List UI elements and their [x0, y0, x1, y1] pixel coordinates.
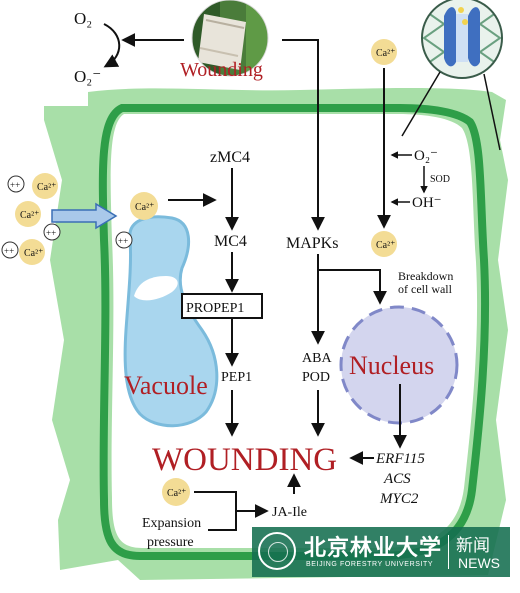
calcium-ion-bottom: Ca²⁺: [162, 478, 190, 506]
svg-text:Ca²⁺: Ca²⁺: [376, 48, 395, 59]
svg-text:Ca²⁺: Ca²⁺: [167, 488, 186, 499]
hydroxyl-label: OH⁻: [412, 195, 442, 211]
calcium-entry-arrow: [51, 202, 118, 230]
svg-text:++: ++: [10, 180, 20, 190]
mc4-label: MC4: [214, 233, 247, 250]
nucleus-label: Nucleus: [349, 351, 434, 380]
propep1-label: PROPEP1: [186, 301, 244, 316]
calcium-ion-external: Ca²⁺: [15, 201, 41, 227]
inset-callout-line: [401, 71, 441, 137]
calcium-ion-vacuole: Ca²⁺: [130, 192, 158, 220]
svg-text:++: ++: [46, 228, 56, 238]
watermark-news-cn: 新闻: [456, 536, 490, 555]
watermark-university-name: 北京林业大学: [304, 535, 443, 560]
svg-text:++: ++: [118, 236, 128, 246]
university-seal-icon: [258, 532, 296, 570]
svg-text:++: ++: [4, 246, 14, 256]
superoxide-label: O₂⁻: [74, 67, 101, 86]
expansion-label: Expansion: [142, 516, 201, 531]
calcium-ion-top: Ca²⁺: [371, 39, 397, 65]
watermark-news-en: NEWS: [458, 555, 500, 571]
positive-charge: ++: [43, 223, 61, 241]
pep1-label: PEP1: [221, 370, 252, 385]
myc2-label: MYC2: [379, 491, 419, 507]
svg-text:Ca²⁺: Ca²⁺: [376, 240, 395, 251]
mapks-to-nucleus-line: [317, 254, 387, 305]
vacuole-label: Vacuole: [124, 371, 208, 400]
wounding-photo-label: Wounding: [180, 59, 263, 81]
positive-charge: ++: [7, 175, 25, 193]
wounding-to-mapks-arrow: [282, 39, 325, 231]
inset-callout-line: [483, 73, 501, 151]
pod-label: POD: [302, 370, 330, 385]
propep1-box: [181, 293, 263, 319]
aba-label: ABA: [302, 351, 332, 366]
breakdown-label-1: Breakdown: [398, 269, 453, 283]
ja-ile-label: JA-Ile: [272, 505, 307, 520]
calcium-ion-external: Ca²⁺: [32, 173, 58, 199]
calcium-ion-external: Ca²⁺: [19, 239, 45, 265]
watermark: 北京林业大学 BEIJING FORESTRY UNIVERSITY 新闻 NE…: [252, 527, 510, 577]
o2-label: O₂: [74, 9, 92, 28]
svg-text:Ca²⁺: Ca²⁺: [20, 210, 39, 221]
watermark-divider: [448, 535, 449, 569]
wounding-main-label: WOUNDING: [152, 442, 337, 478]
watermark-university-name-en: BEIJING FORESTRY UNIVERSITY: [306, 561, 434, 568]
svg-text:Ca²⁺: Ca²⁺: [24, 248, 43, 259]
breakdown-label-2: of cell wall: [398, 282, 453, 296]
o2-reduction-arrow: [103, 23, 121, 68]
positive-charge: ++: [1, 241, 19, 259]
acs-label: ACS: [383, 471, 411, 487]
positive-charge: ++: [115, 231, 133, 249]
superoxide-mid-label: O₂⁻: [414, 148, 438, 164]
zmc4-label: zMC4: [210, 149, 250, 166]
svg-text:Ca²⁺: Ca²⁺: [37, 182, 56, 193]
calcium-channel-inset: [422, 0, 502, 78]
pressure-label: pressure: [147, 535, 194, 550]
vacuole: [123, 215, 219, 428]
sod-label: SOD: [430, 174, 450, 185]
calcium-ion-cytosol: Ca²⁺: [371, 231, 397, 257]
vacuole-highlight: [134, 276, 178, 301]
mapks-label: MAPKs: [286, 235, 338, 252]
erf115-label: ERF115: [375, 451, 425, 467]
svg-text:Ca²⁺: Ca²⁺: [135, 202, 154, 213]
